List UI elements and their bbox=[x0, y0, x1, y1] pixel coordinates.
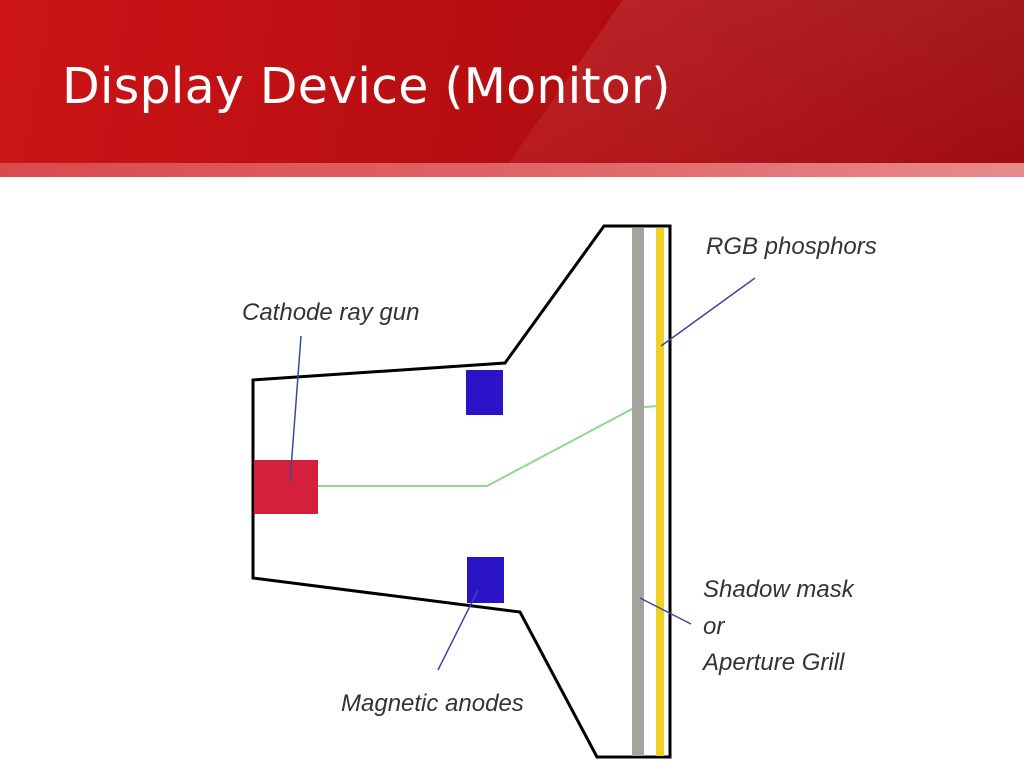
label-aperture-grill: Aperture Grill bbox=[701, 649, 845, 676]
magnetic-anode-top bbox=[466, 370, 503, 415]
shadow-mask bbox=[632, 228, 644, 756]
crt-tube-outline bbox=[251, 224, 672, 759]
leader-line-mask bbox=[639, 597, 692, 625]
rgb-phosphor-layer bbox=[656, 228, 664, 756]
label-rgb-phosphors: RGB phosphors bbox=[706, 233, 877, 260]
label-or: or bbox=[703, 613, 725, 640]
cathode-ray-gun bbox=[254, 460, 318, 514]
slide-header: Display Device (Monitor) bbox=[0, 0, 1024, 163]
label-cathode-ray-gun: Cathode ray gun bbox=[242, 299, 419, 326]
label-shadow-mask: Shadow mask bbox=[703, 576, 856, 603]
electron-beam bbox=[318, 405, 658, 487]
magnetic-anode-bottom bbox=[467, 557, 504, 603]
leader-line-anodes bbox=[437, 589, 479, 671]
label-magnetic-anodes: Magnetic anodes bbox=[341, 690, 524, 717]
leader-line-gun bbox=[289, 335, 302, 483]
leader-line-phosphors bbox=[660, 277, 756, 347]
slide-title: Display Device (Monitor) bbox=[62, 58, 671, 115]
header-accent-band bbox=[0, 163, 1024, 177]
